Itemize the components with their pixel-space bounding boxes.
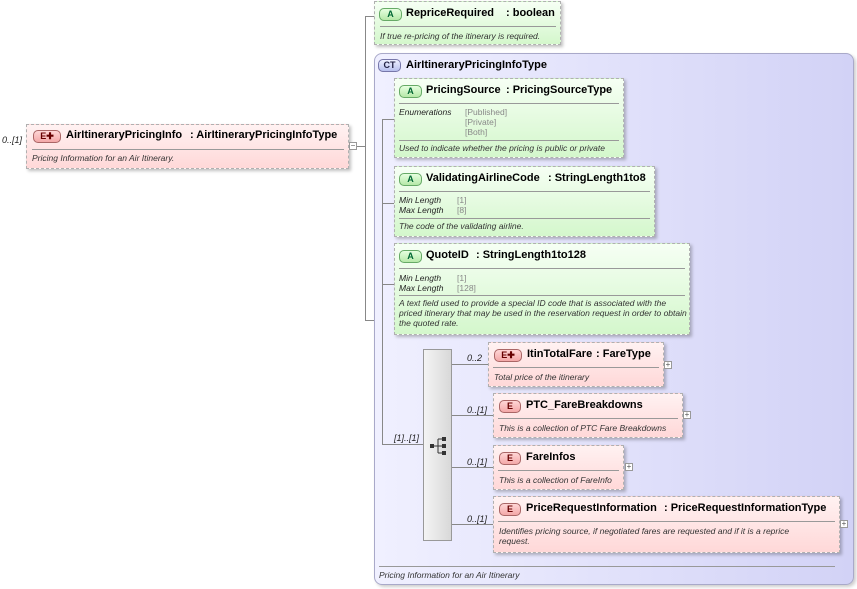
- connector-line: [349, 146, 365, 147]
- sequence-occurrence: [1]..[1]: [394, 433, 420, 443]
- separator: [498, 521, 835, 522]
- price-request-information-occurrence: 0..[1]: [467, 514, 488, 524]
- element-badge: E: [499, 400, 521, 413]
- validating-airline-name: ValidatingAirlineCode: [426, 172, 540, 184]
- ptc-fare-breakdowns-doc: This is a collection of PTC Fare Breakdo…: [499, 423, 667, 433]
- reprice-attribute-doc: If true re-pricing of the itinerary is r…: [380, 31, 541, 41]
- fare-infos-box[interactable]: E FareInfos This is a collection of Fare…: [493, 445, 624, 490]
- min-length-value: [1]: [457, 195, 467, 205]
- separator: [399, 218, 650, 219]
- max-length-value: [8]: [457, 205, 467, 215]
- itin-total-fare-occurrence: 0..2: [467, 353, 483, 363]
- price-request-information-type: : PriceRequestInformationType: [664, 502, 827, 514]
- reprice-attribute-name: RepriceRequired: [406, 7, 495, 19]
- attribute-badge: A: [399, 85, 422, 98]
- root-element-type: : AirItineraryPricingInfoType: [190, 129, 338, 141]
- expand-plus-icon[interactable]: +: [664, 360, 672, 369]
- pricing-source-type: : PricingSourceType: [506, 84, 613, 96]
- enumerations-label: Enumerations: [399, 107, 452, 117]
- reprice-attribute-type: : boolean: [506, 7, 555, 19]
- root-occurrence: 0..[1]: [2, 135, 23, 145]
- connector-line: [382, 284, 394, 285]
- itin-total-fare-type: : FareType: [596, 348, 651, 360]
- connector-line: [382, 203, 394, 204]
- separator: [399, 103, 619, 104]
- connector-line: [365, 320, 375, 321]
- pricing-source-attribute-box[interactable]: A PricingSource : PricingSourceType Enum…: [394, 78, 624, 158]
- quote-id-attribute-box[interactable]: A QuoteID : StringLength1to128 Min Lengt…: [394, 243, 690, 335]
- separator: [498, 418, 678, 419]
- expand-plus-icon: ✚: [507, 350, 515, 360]
- quote-id-name: QuoteID: [426, 249, 469, 261]
- separator: [399, 268, 685, 269]
- enum-value: [Both]: [465, 127, 488, 137]
- element-badge: E: [499, 503, 521, 516]
- quote-id-doc: A text field used to provide a special I…: [399, 298, 687, 328]
- sequence-icon: [430, 437, 446, 455]
- itin-total-fare-name: ItinTotalFare: [527, 348, 593, 360]
- validating-airline-type: : StringLength1to8: [548, 172, 646, 184]
- fare-infos-name: FareInfos: [526, 451, 576, 463]
- element-badge: E✚: [33, 130, 61, 143]
- price-request-information-doc: Identifies pricing source, if negotiated…: [499, 526, 790, 546]
- root-element-box[interactable]: E✚ AirItineraryPricingInfo : AirItinerar…: [26, 124, 349, 169]
- connector-line: [452, 524, 493, 525]
- min-length-label: Min Length: [399, 195, 442, 205]
- max-length-label: Max Length: [399, 205, 444, 215]
- root-element-doc: Pricing Information for an Air Itinerary…: [32, 153, 175, 163]
- expand-plus-icon[interactable]: +: [683, 410, 691, 419]
- min-length-value: [1]: [457, 273, 467, 283]
- itin-total-fare-doc: Total price of the itinerary: [494, 372, 590, 382]
- itin-total-fare-box[interactable]: E✚ ItinTotalFare : FareType Total price …: [488, 342, 664, 387]
- separator: [379, 566, 835, 567]
- connector-line: [382, 119, 394, 120]
- pricing-source-doc: Used to indicate whether the pricing is …: [399, 143, 605, 153]
- max-length-value: [128]: [457, 283, 476, 293]
- price-request-information-name: PriceRequestInformation: [526, 502, 657, 514]
- element-badge: E: [499, 452, 521, 465]
- connector-line: [382, 119, 383, 444]
- ptc-fare-breakdowns-name: PTC_FareBreakdowns: [526, 399, 643, 411]
- separator: [493, 367, 659, 368]
- fare-infos-doc: This is a collection of FareInfo: [499, 475, 612, 485]
- separator: [32, 149, 344, 150]
- price-request-information-box[interactable]: E PriceRequestInformation : PriceRequest…: [493, 496, 840, 553]
- separator: [399, 191, 650, 192]
- connector-line: [452, 415, 493, 416]
- connector-line: [365, 16, 375, 17]
- attribute-badge: A: [399, 173, 422, 186]
- min-length-label: Min Length: [399, 273, 442, 283]
- quote-id-type: : StringLength1to128: [476, 249, 587, 261]
- reprice-attribute-box[interactable]: A RepriceRequired : boolean If true re-p…: [374, 1, 561, 45]
- expand-plus-icon: ✚: [46, 131, 54, 141]
- separator: [380, 26, 556, 27]
- sequence-compositor[interactable]: [423, 349, 452, 541]
- max-length-label: Max Length: [399, 283, 444, 293]
- separator: [399, 140, 619, 141]
- validating-airline-doc: The code of the validating airline.: [399, 221, 524, 231]
- expand-plus-icon[interactable]: +: [625, 462, 633, 471]
- complex-type-badge: CT: [378, 59, 401, 72]
- expand-plus-icon[interactable]: +: [840, 519, 848, 528]
- connector-line: [452, 467, 493, 468]
- collapse-minus-icon[interactable]: −: [349, 141, 357, 150]
- validating-airline-attribute-box[interactable]: A ValidatingAirlineCode : StringLength1t…: [394, 166, 655, 237]
- connector-line: [365, 16, 366, 320]
- enum-value: [Private]: [465, 117, 497, 127]
- root-element-name: AirItineraryPricingInfo: [66, 129, 183, 141]
- enum-value: [Published]: [465, 107, 508, 117]
- separator: [498, 470, 619, 471]
- fare-infos-occurrence: 0..[1]: [467, 457, 488, 467]
- complex-type-doc: Pricing Information for an Air Itinerary: [379, 570, 520, 580]
- attribute-badge: A: [399, 250, 422, 263]
- ptc-fare-breakdowns-occurrence: 0..[1]: [467, 405, 488, 415]
- element-badge: E✚: [494, 349, 522, 362]
- connector-line: [382, 444, 423, 445]
- complex-type-name: AirItineraryPricingInfoType: [406, 59, 547, 71]
- attribute-badge: A: [379, 8, 402, 21]
- separator: [399, 295, 685, 296]
- ptc-fare-breakdowns-box[interactable]: E PTC_FareBreakdowns This is a collectio…: [493, 393, 683, 438]
- connector-line: [452, 364, 488, 365]
- pricing-source-name: PricingSource: [426, 84, 501, 96]
